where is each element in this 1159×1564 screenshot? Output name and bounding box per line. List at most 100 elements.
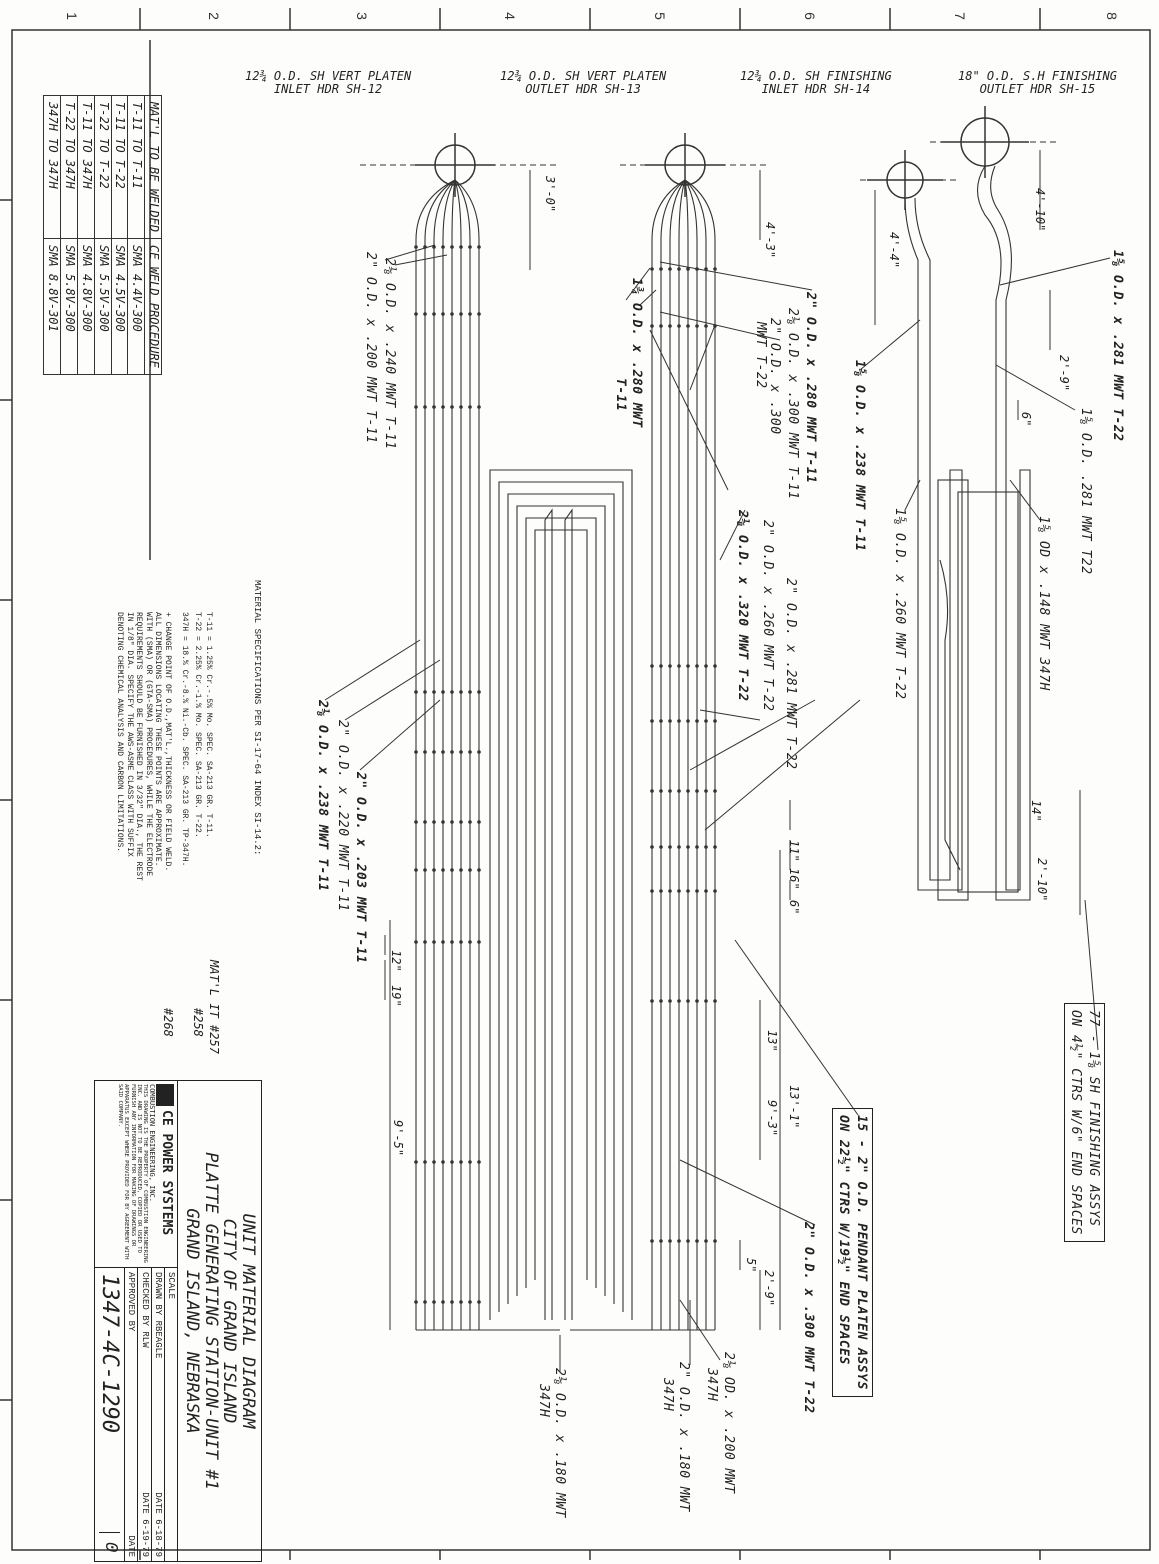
change-point [414, 1160, 418, 1164]
change-points [414, 245, 717, 1304]
finishing-loop [957, 491, 1019, 893]
change-point [477, 820, 481, 824]
change-point [459, 405, 463, 409]
change-point [450, 245, 454, 249]
leader-line [625, 267, 651, 301]
change-point [650, 324, 654, 328]
frame [11, 29, 1151, 1551]
change-point [468, 405, 472, 409]
change-point [441, 690, 445, 694]
change-point [441, 245, 445, 249]
tube-label: 2" O.D. x .220 MWT T-11 [335, 720, 350, 912]
dim-label: 9'-3" [765, 1100, 779, 1137]
change-point [659, 324, 663, 328]
dim-label: 9'-5" [391, 1120, 405, 1157]
platen-tube [669, 179, 686, 1330]
change-point [677, 664, 681, 668]
change-point [450, 940, 454, 944]
tube-label: 2⅛ O.D. x .300 MWT T-11 [785, 308, 800, 500]
dim-label: 4'-3" [763, 222, 777, 259]
change-point [468, 245, 472, 249]
platen-tube [442, 179, 456, 1330]
change-point [423, 690, 427, 694]
change-point [468, 312, 472, 316]
change-point [459, 245, 463, 249]
platen-tube [415, 179, 456, 1330]
leader-line [679, 1299, 721, 1361]
dim-label: 2'-9" [1057, 355, 1071, 392]
change-point [695, 999, 699, 1003]
change-point [704, 845, 708, 849]
change-point [459, 750, 463, 754]
leader-line [999, 257, 1111, 286]
leader-line [689, 324, 716, 391]
change-point [414, 750, 418, 754]
tube-label: 2⅛ OD. x .200 MWT [721, 1352, 736, 1494]
weld-cell: SMA 8.8V-301 [43, 238, 61, 375]
ce-logo-icon [156, 1084, 175, 1106]
change-point [423, 868, 427, 872]
change-point [468, 940, 472, 944]
change-point [713, 719, 717, 723]
leader-line [689, 699, 816, 771]
leader-line [394, 254, 448, 266]
spec-t22: T-22 = 2.25% Cr.-1.% Mo. SPEC. SA-213 GR… [193, 612, 202, 838]
change-point [650, 664, 654, 668]
change-point [414, 820, 418, 824]
change-point [686, 789, 690, 793]
change-point [677, 267, 681, 271]
change-point [659, 719, 663, 723]
weld-cell: SMA 4.4V-300 [127, 238, 145, 375]
platen-tube [651, 179, 686, 1330]
title-line: GRAND ISLAND, NEBRASKA [181, 1208, 202, 1434]
change-point [650, 999, 654, 1003]
change-point [459, 690, 463, 694]
leader-line [734, 939, 859, 1116]
change-point [432, 245, 436, 249]
leader-line [324, 639, 421, 701]
change-point [677, 719, 681, 723]
inner-loop [489, 469, 633, 1320]
tube-label: 1⅝ O.D. x .260 MWT T-22 [892, 508, 907, 700]
change-point [686, 889, 690, 893]
change-point [686, 719, 690, 723]
tube-label: 1¾ O.D. x .280 MWT [629, 278, 644, 428]
tube-label: T-11 [613, 378, 628, 412]
leader-line [704, 699, 861, 831]
dim-label: 5" [744, 1258, 758, 1273]
change-point [677, 1239, 681, 1243]
leader-line [1084, 899, 1099, 1051]
change-point [686, 324, 690, 328]
change-point [668, 789, 672, 793]
change-point [441, 750, 445, 754]
platen-tube [678, 179, 686, 1330]
change-point [704, 719, 708, 723]
change-point [695, 267, 699, 271]
change-point [414, 245, 418, 249]
proprietary-notice: THIS DRAWING IS THE PROPERTY OF COMBUSTI… [116, 1084, 149, 1263]
change-point [441, 1160, 445, 1164]
drawn-by: DRAWN BY RBEAGLE [152, 1272, 163, 1359]
change-point [423, 940, 427, 944]
weld-header-procedure: CE WELD PROCEDURE [144, 238, 162, 375]
zone-1: 1 [63, 12, 80, 20]
zone-3: 3 [353, 12, 370, 20]
change-point [686, 845, 690, 849]
approved-by: APPROVED BY [126, 1272, 137, 1332]
title-line: CITY OF GRAND ISLAND [219, 1218, 240, 1424]
platen-tube [684, 179, 698, 1330]
zone-6: 6 [801, 12, 818, 20]
change-point [441, 940, 445, 944]
change-point [432, 405, 436, 409]
change-point [441, 868, 445, 872]
tube-label: 2" O.D. x .300 MWT T-22 [801, 1222, 816, 1414]
change-point [468, 690, 472, 694]
tube-label: 1⅝ O.D. x .238 MWT T-11 [852, 360, 867, 552]
dim-label: 6" [787, 900, 801, 915]
change-point [432, 1160, 436, 1164]
change-point [713, 999, 717, 1003]
spec-t11: T-11 = 1.25% Cr.-.5% Mo. SPEC. SA-213 GR… [204, 612, 213, 838]
change-point [468, 1160, 472, 1164]
